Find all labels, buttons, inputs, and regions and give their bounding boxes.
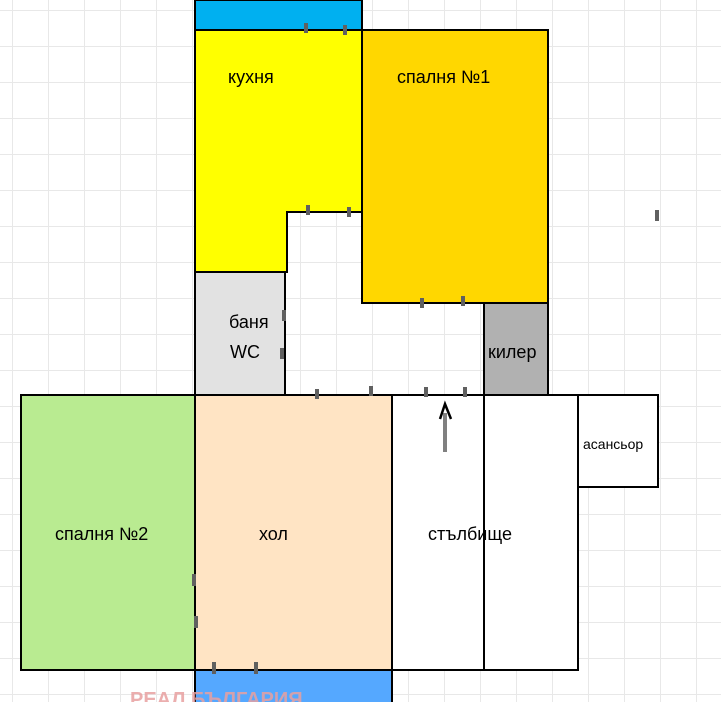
bottom-balcony: [194, 669, 393, 702]
pantry-label: килер: [488, 342, 536, 362]
bedroom-2-label: спалня №2: [55, 524, 148, 544]
bedroom-2-room: [20, 394, 196, 671]
living-room: [194, 394, 393, 671]
bedroom-1-room: [361, 29, 549, 304]
bathroom-room: [194, 271, 286, 396]
kitchen-room: [194, 29, 363, 273]
pantry-room: [483, 302, 549, 396]
top-balcony: [194, 0, 363, 31]
bathroom-label-line2: WC: [230, 342, 260, 362]
kitchen-label: кухня: [228, 67, 274, 87]
entrance-arrow-icon: [438, 400, 453, 452]
bathroom-label-line1: баня: [229, 312, 269, 332]
watermark-text: РЕАЛ БЪЛГАРИЯ: [130, 689, 303, 702]
elevator-label: асансьор: [583, 436, 643, 452]
bedroom-1-label: спалня №1: [397, 67, 490, 87]
living-room-label: хол: [259, 524, 288, 544]
elevator-shaft: [577, 394, 659, 488]
door-marks: [192, 23, 659, 674]
staircase-label: стълбище: [428, 524, 512, 544]
